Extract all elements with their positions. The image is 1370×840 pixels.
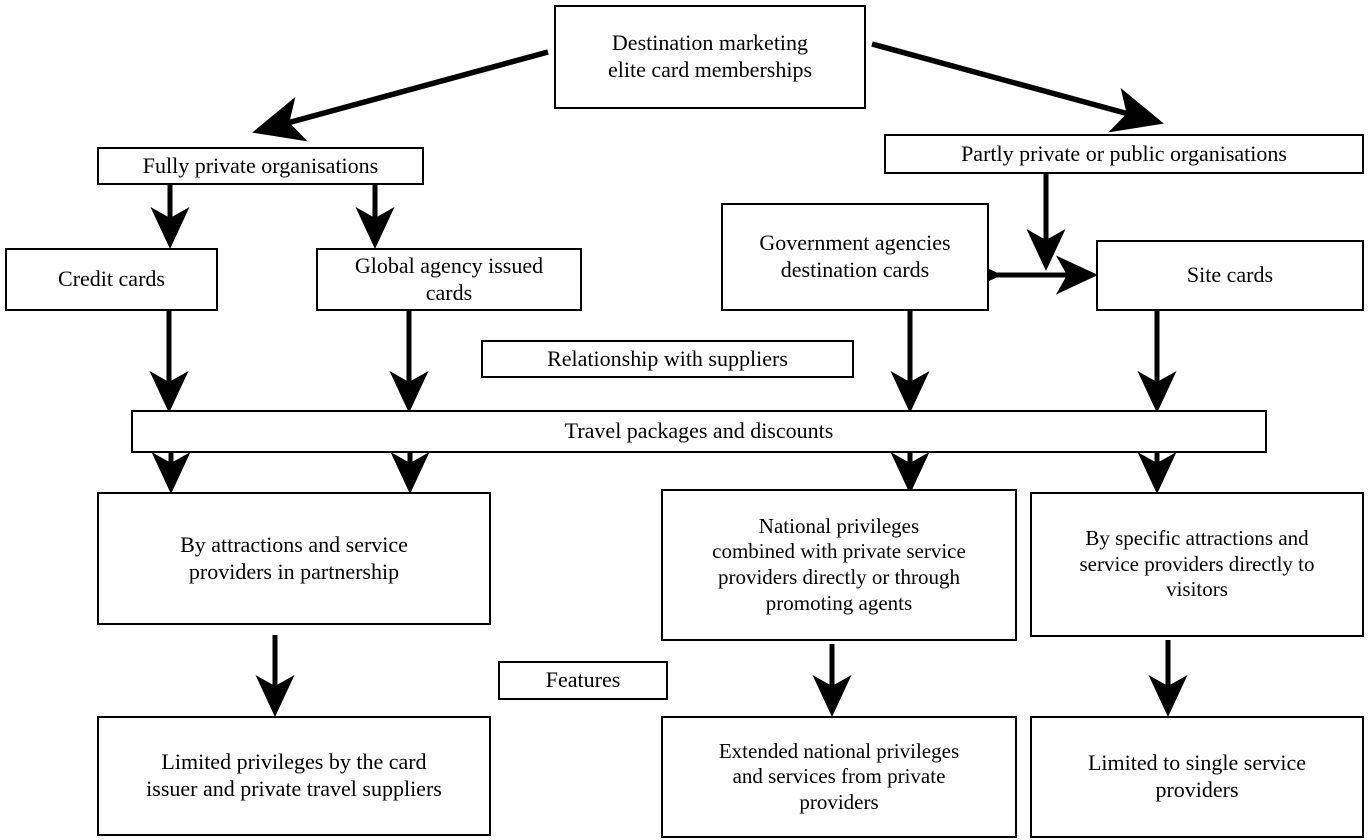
- node-global-agency-issued-cards-label: Global agency issued cards: [354, 252, 544, 305]
- node-travel-packages-and-discounts-label: Travel packages and discounts: [564, 418, 834, 444]
- node-extended-national-privileges[interactable]: Extended national privileges and service…: [661, 716, 1017, 838]
- node-features-label: Features: [545, 667, 621, 693]
- node-by-specific-attractions[interactable]: By specific attractions and service prov…: [1030, 492, 1364, 637]
- node-limited-privileges-card-issuer-label: Limited privileges by the card issuer an…: [146, 749, 442, 801]
- node-root[interactable]: Destination marketing elite card members…: [554, 5, 866, 109]
- node-credit-cards-label: Credit cards: [58, 266, 165, 292]
- node-credit-cards[interactable]: Credit cards: [5, 248, 218, 311]
- node-national-privileges-label: National privileges combined with privat…: [712, 513, 966, 615]
- node-by-attractions-and-service-providers-label: By attractions and service providers in …: [180, 531, 408, 584]
- node-limited-privileges-card-issuer[interactable]: Limited privileges by the card issuer an…: [97, 716, 491, 836]
- node-relationship-with-suppliers[interactable]: Relationship with suppliers: [481, 340, 854, 378]
- node-features[interactable]: Features: [498, 661, 668, 700]
- node-site-cards-label: Site cards: [1186, 262, 1274, 288]
- node-government-agencies-destination-cards[interactable]: Government agencies destination cards: [721, 203, 989, 311]
- node-partly-private-organisations-label: Partly private or public organisations: [961, 140, 1287, 166]
- node-by-attractions-and-service-providers[interactable]: By attractions and service providers in …: [97, 492, 491, 625]
- node-fully-private-organisations-label: Fully private organisations: [142, 152, 379, 178]
- edge-root-to-fully-private: [252, 49, 549, 142]
- node-national-privileges[interactable]: National privileges combined with privat…: [661, 489, 1017, 641]
- node-relationship-with-suppliers-label: Relationship with suppliers: [547, 345, 788, 371]
- node-extended-national-privileges-label: Extended national privileges and service…: [718, 738, 960, 814]
- node-limited-to-single-service-providers[interactable]: Limited to single service providers: [1030, 716, 1364, 838]
- node-root-label: Destination marketing elite card members…: [607, 30, 813, 82]
- node-global-agency-issued-cards[interactable]: Global agency issued cards: [316, 248, 582, 311]
- node-fully-private-organisations[interactable]: Fully private organisations: [97, 147, 424, 185]
- node-government-agencies-destination-cards-label: Government agencies destination cards: [759, 230, 951, 282]
- node-limited-to-single-service-providers-label: Limited to single service providers: [1087, 750, 1307, 802]
- node-travel-packages-and-discounts[interactable]: Travel packages and discounts: [131, 410, 1267, 453]
- edge-root-to-partly-private: [871, 41, 1164, 133]
- node-by-specific-attractions-label: By specific attractions and service prov…: [1079, 526, 1315, 602]
- node-partly-private-organisations[interactable]: Partly private or public organisations: [884, 134, 1364, 174]
- node-site-cards[interactable]: Site cards: [1096, 240, 1364, 311]
